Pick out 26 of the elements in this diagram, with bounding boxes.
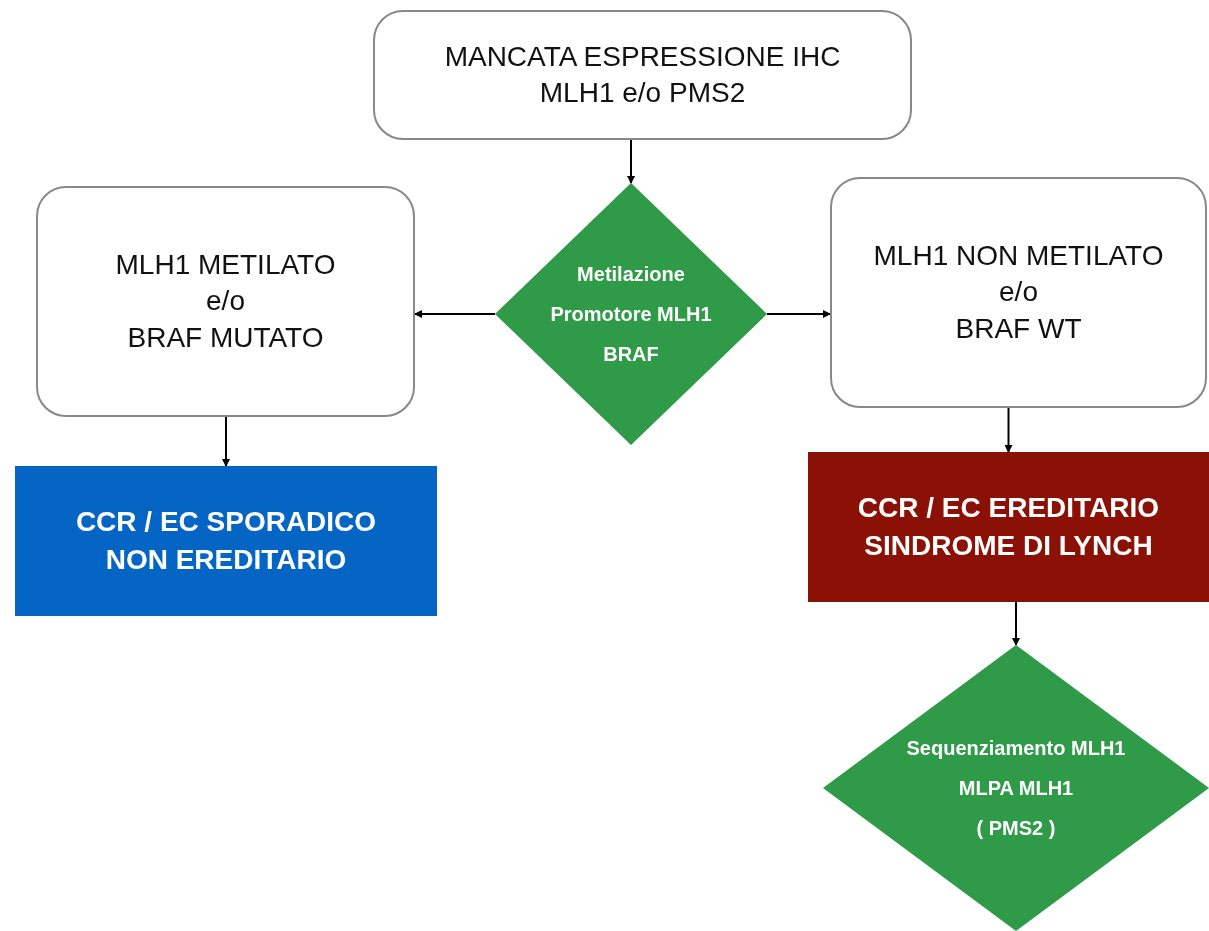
process-box — [830, 177, 1207, 408]
node-text: e/o — [206, 284, 245, 319]
decision-diamond — [823, 645, 1209, 931]
node-text: CCR / EC EREDITARIO SINDROME DI LYNCH — [856, 491, 1161, 563]
node-text: MANCATA ESPRESSIONE IHC MLH1 e/o PMS2 — [443, 39, 842, 110]
node-text: e/o — [999, 275, 1038, 310]
result-box — [15, 466, 437, 616]
node-text: Sequenziamento MLH1 — [906, 736, 1126, 761]
process-box — [373, 10, 912, 140]
process-box — [36, 186, 415, 417]
node-text: MLPA MLH1 — [958, 776, 1074, 801]
result-box — [808, 452, 1209, 602]
node-text: Metilazione Promotore MLH1 BRAF — [549, 262, 713, 367]
node-text: MLH1 NON METILATO — [873, 238, 1164, 273]
node-text: BRAF MUTATO — [127, 320, 324, 355]
node-text: MLH1 METILATO — [115, 247, 336, 282]
arrow — [222, 416, 230, 467]
arrow — [414, 310, 496, 318]
node-text: CCR / EC SPORADICO NON EREDITARIO — [74, 505, 378, 577]
arrow — [766, 310, 831, 318]
node-text: ( PMS2 ) — [976, 816, 1056, 841]
decision-diamond — [495, 183, 767, 445]
arrow — [1004, 407, 1013, 453]
node-text: BRAF WT — [955, 311, 1082, 346]
arrow — [1012, 601, 1020, 646]
arrow — [627, 139, 635, 184]
